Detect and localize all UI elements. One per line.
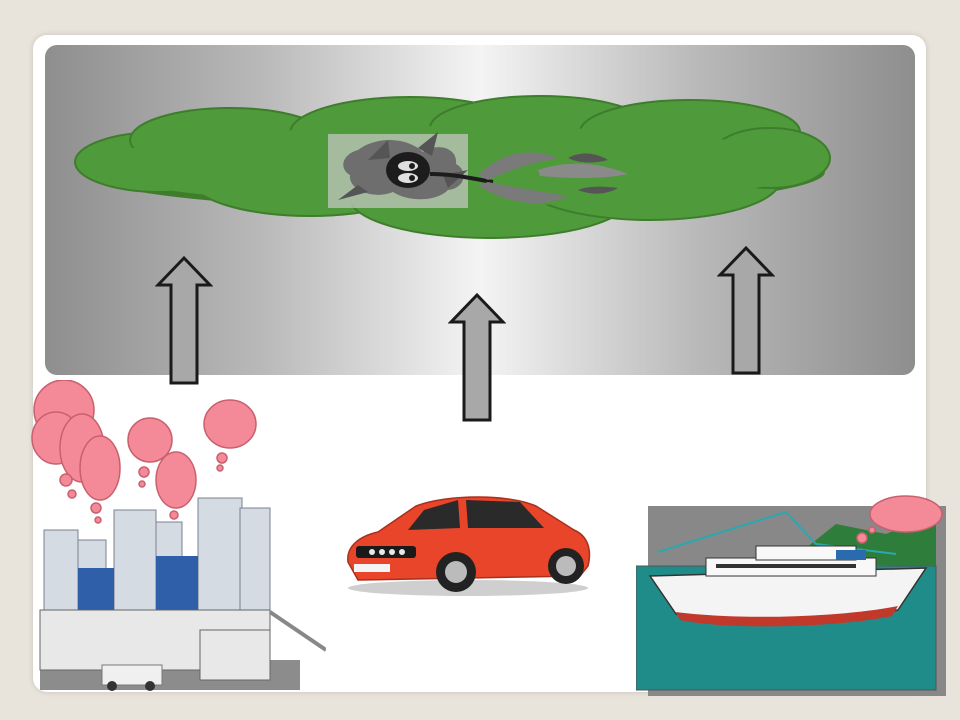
factory-icon	[31, 380, 326, 691]
up-arrow-icon[interactable]	[155, 255, 213, 387]
up-arrow-icon[interactable]	[717, 245, 775, 377]
ink-creature-icon	[328, 132, 628, 208]
smoke-cloud-icon	[31, 380, 257, 524]
smoke-cloud-icon	[856, 495, 943, 544]
car-icon	[347, 496, 591, 596]
up-arrow-icon[interactable]	[448, 292, 506, 424]
ship-icon	[636, 495, 946, 696]
